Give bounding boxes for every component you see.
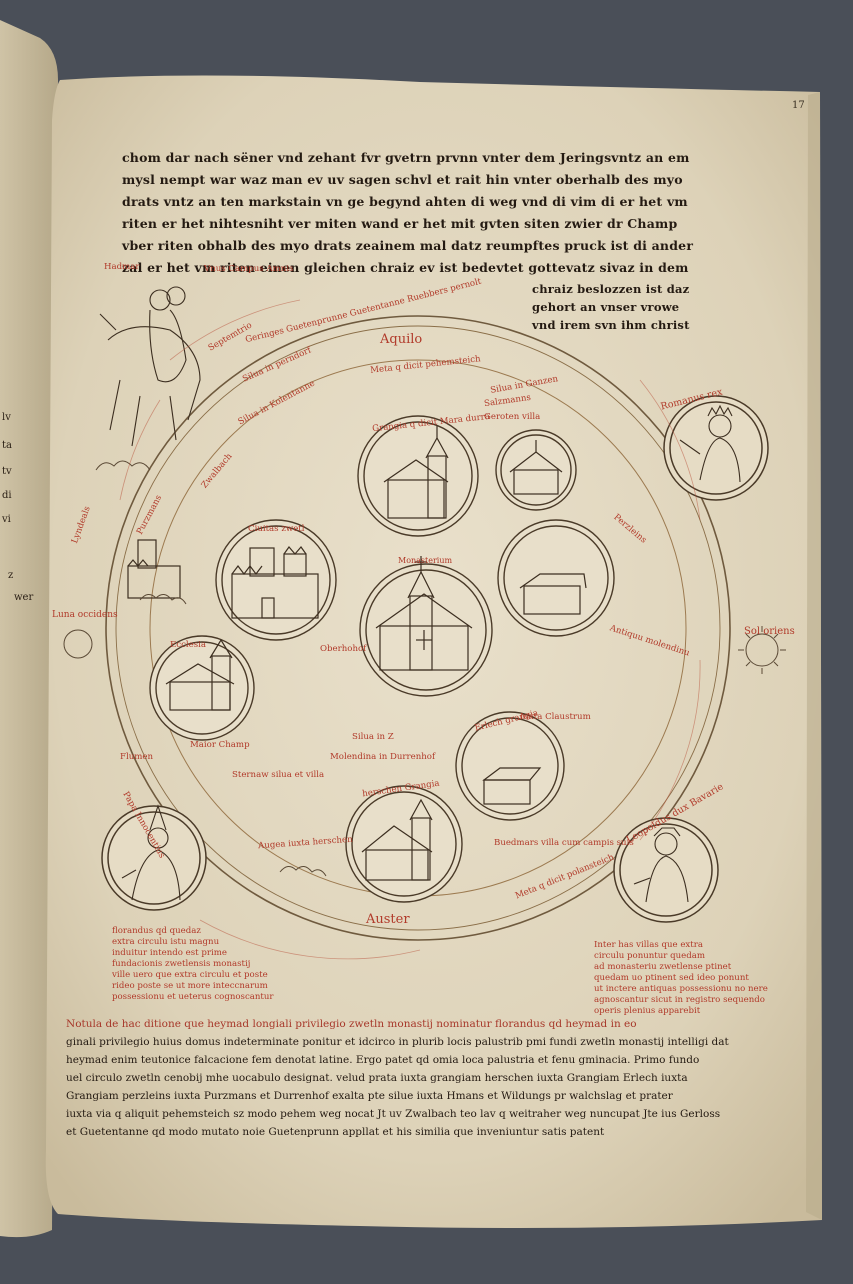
left-note-line: induitur intendo est prime: [112, 948, 227, 958]
left-note-line: florandus qd quedaz: [112, 926, 201, 936]
label-moon: Luna occidens: [52, 610, 118, 620]
svg-text:vi: vi: [1, 514, 11, 525]
map-label: Sternaw silua et villa: [232, 770, 325, 780]
roundel-ecclesia: [149, 635, 255, 741]
svg-text:z: z: [8, 570, 13, 581]
text-line-9: vnd irem svn ihm christ: [532, 318, 690, 332]
roundel-perzleins: [497, 519, 615, 637]
left-note-line: fundacionis zwetlensis monastij: [112, 959, 251, 969]
roundel-civitas-zwetl: [215, 519, 337, 641]
right-note-line: circulu ponuntur quedam: [594, 951, 706, 961]
bottom-text-line-7: et Guetentanne qd modo mutato noie Guete…: [66, 1126, 605, 1138]
text-line-3: drats vntz an ten markstain vn ge begynd…: [122, 194, 688, 209]
map-label: Hadmar: [104, 262, 140, 272]
roundel-leopoldus-dux: [613, 817, 719, 923]
label-center: Monasterium: [398, 556, 453, 565]
map-label: Ciuitas zwetl: [248, 524, 305, 534]
right-note-line: Inter has villas que extra: [594, 940, 703, 950]
text-line-8: gehort an vnser vrowe: [532, 300, 680, 314]
right-note-line: ut inctere antiquas possessionu no nere: [594, 984, 768, 994]
map-label: Molendina in Durrenhof: [330, 752, 436, 762]
svg-text:lv: lv: [2, 412, 11, 423]
right-note-line: agnoscantur sicut in registro sequendo: [594, 995, 765, 1005]
roundel-erlech: [455, 711, 565, 821]
map-label: Maior Champ: [190, 740, 250, 750]
bottom-text-line-1: Notula de hac ditione que heymad longial…: [66, 1018, 637, 1030]
text-line-1: chom dar nach sëner vnd zehant fvr gvetr…: [122, 150, 690, 165]
roundel-papa: [101, 805, 207, 911]
map-label: Silua in Z: [352, 732, 394, 742]
bottom-text-line-2: ginali privilegio huius domus indetermin…: [66, 1036, 729, 1048]
text-line-6: zal er het vm riten einen gleichen chrai…: [122, 260, 689, 275]
left-facing-leaf: [0, 20, 58, 1238]
svg-text:wer: wer: [14, 592, 33, 603]
map-label: Ecclesia: [170, 640, 207, 650]
svg-text:ta: ta: [2, 440, 12, 451]
left-note-line: rideo poste se ut more inteccnarum: [112, 981, 268, 991]
bottom-text-line-6: iuxta via q aliquit pehemsteich sz modo …: [66, 1108, 721, 1120]
map-label: Geroten villa: [484, 412, 541, 422]
bottom-text-line-4: uel circulo zwetln cenobij mhe uocabulo …: [66, 1072, 688, 1084]
label-south: Auster: [366, 912, 410, 927]
bottom-text-line-5: Grangiam perzleins iuxta Purzmans et Dur…: [66, 1090, 673, 1102]
map-label: Oberhohof: [320, 644, 367, 654]
map-label: Flumen: [120, 752, 154, 762]
right-note-line: operis plenius apparebit: [594, 1006, 701, 1016]
roundel-monasterium: [359, 563, 493, 697]
text-line-5: vber riten obhalb des myo drats zeainem …: [122, 238, 694, 253]
left-note-line: extra circulu istu magnu: [112, 937, 220, 947]
text-line-2: mysl nempt war waz man ev uv sagen schvl…: [122, 172, 683, 187]
text-line-4: riten er het nihtesniht ver miten wand e…: [122, 216, 678, 231]
map-label: Vnus Campus Amnis: [204, 264, 294, 274]
outer-boundary-inner-ring: [115, 325, 721, 931]
folio-number: 17: [792, 100, 805, 111]
label-north: Aquilo: [380, 332, 423, 347]
left-note-line: possessionu et ueterus cognoscantur: [112, 992, 274, 1002]
svg-text:tv: tv: [2, 466, 12, 477]
right-note-line: ad monasteriu zwetlense ptinet: [594, 962, 732, 972]
label-sun: Sol oriens: [744, 626, 795, 637]
roundel-herschen: [345, 785, 463, 903]
right-note-line: quedam uo ptinent sed ideo ponunt: [594, 973, 749, 983]
left-note-line: ville uero que extra circulu et poste: [112, 970, 268, 980]
outer-boundary-circle: [105, 315, 731, 941]
roundel-romanus-rex: [663, 395, 769, 501]
svg-text:di: di: [2, 490, 12, 501]
text-line-7: chraiz beslozzen ist daz: [532, 282, 690, 296]
map-label: Iuxta Claustrum: [520, 712, 591, 722]
bottom-text-line-3: heymad enim teutonice falcacione fem den…: [66, 1054, 700, 1066]
map-label: Buedmars villa cum campis suis: [494, 838, 634, 848]
